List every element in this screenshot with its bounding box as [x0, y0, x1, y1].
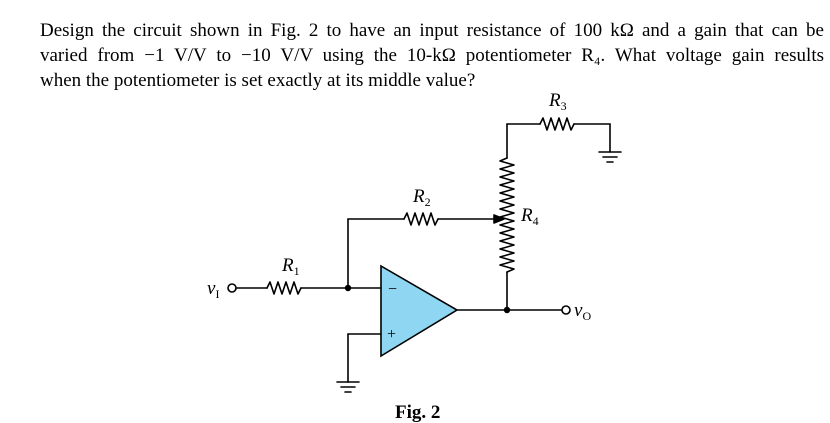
problem-statement: Design the circuit shown in Fig. 2 to ha…	[40, 18, 824, 93]
wiper-arrow	[493, 214, 505, 224]
output-terminal	[561, 305, 571, 315]
junction-inverting	[344, 284, 352, 292]
r3-resistor	[539, 117, 575, 131]
output-label: vO	[574, 300, 591, 323]
r2-resistor	[403, 212, 439, 226]
r1-label: R1	[281, 255, 300, 278]
opamp-triangle	[380, 264, 459, 358]
problem-line-2: varied from −1 V/V to −10 V/V using the …	[40, 45, 824, 66]
figure-caption: Fig. 2	[395, 402, 440, 423]
r2-label: R2	[412, 186, 431, 209]
junction-output	[503, 306, 511, 314]
opamp-minus-sign: −	[388, 281, 397, 298]
problem-line-3: when the potentiometer is set exactly at…	[40, 70, 476, 91]
r4-label: R4	[520, 205, 539, 228]
r3-label: R3	[548, 90, 567, 113]
r1-resistor	[266, 281, 302, 295]
problem-line-1: Design the circuit shown in Fig. 2 to ha…	[40, 20, 824, 41]
input-terminal	[227, 283, 237, 293]
r4-potentiometer	[499, 157, 515, 273]
opamp-plus-sign: +	[387, 326, 396, 343]
input-label: vI	[207, 278, 219, 301]
